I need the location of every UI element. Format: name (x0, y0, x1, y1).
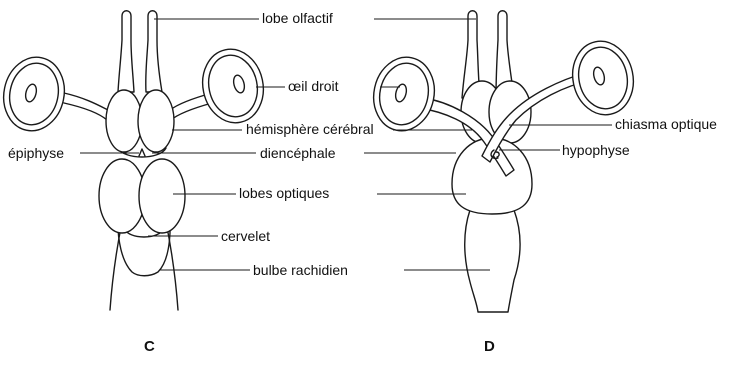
panel-label-d: D (484, 339, 495, 354)
eye-left-d (367, 52, 441, 137)
label-lobes-optiques: lobes optiques (239, 186, 329, 200)
label-hemisphere-cerebral: hémisphère cérébral (246, 122, 374, 136)
panel-label-c: C (144, 339, 155, 354)
label-lobe-olfactif: lobe olfactif (262, 11, 333, 25)
label-epiphyse: épiphyse (8, 146, 64, 160)
olfactory-lobe-left (118, 11, 134, 92)
eye-right (196, 44, 270, 129)
label-bulbe-rachidien: bulbe rachidien (253, 263, 348, 277)
label-diencephale: diencéphale (260, 146, 336, 160)
epiphysis (139, 149, 145, 156)
olfactory-lobe-right (146, 11, 162, 92)
label-cervelet: cervelet (221, 229, 270, 243)
optic-lobe-right (139, 159, 185, 233)
hemisphere-left (106, 90, 142, 152)
ventral-view (367, 11, 640, 312)
optic-nerve-left (64, 93, 108, 120)
eye-left (0, 52, 71, 137)
label-chiasma-optique: chiasma optique (615, 117, 717, 131)
medulla-ventral (465, 210, 520, 312)
label-hypophyse: hypophyse (562, 143, 630, 157)
eye-right-d (566, 36, 640, 121)
hemisphere-right (138, 90, 174, 152)
optic-lobe-left (99, 159, 145, 233)
label-oeil-droit: œil droit (288, 79, 339, 93)
